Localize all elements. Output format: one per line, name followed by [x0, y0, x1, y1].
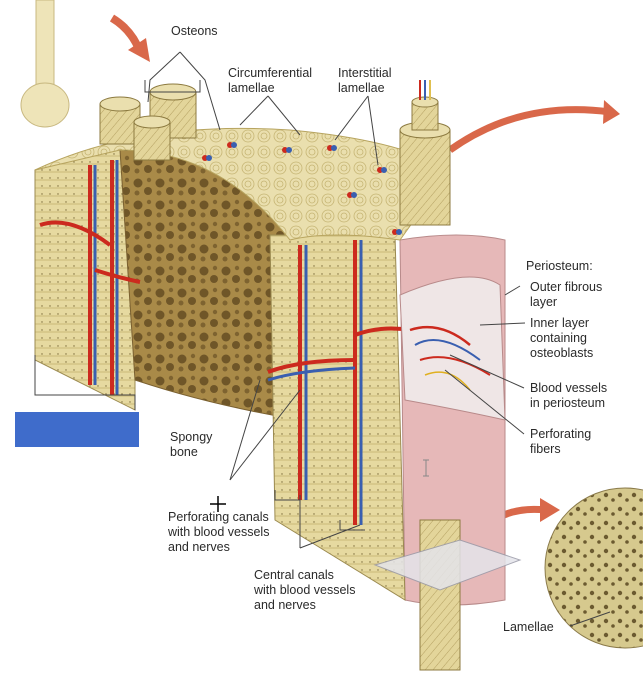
- label-inner-layer: Inner layer containing osteoblasts: [530, 316, 594, 360]
- bone-shaft: [373, 519, 522, 671]
- label-spongy-bone: Spongy bone: [170, 430, 213, 459]
- middle-face-vessels: [267, 240, 431, 525]
- text-cursor-icon: [423, 459, 429, 477]
- zoom-arrow-top-head: [128, 38, 150, 62]
- label-perforating-fibers: Perforating fibers: [530, 427, 592, 456]
- label-osteons: Osteons: [171, 24, 218, 38]
- osteon-cylinders: [99, 80, 451, 226]
- move-cursor-icon: [210, 496, 226, 512]
- zoom-arrow-bottom-head: [540, 498, 560, 522]
- label-periosteum: Periosteum:: [526, 259, 593, 273]
- lamellae-micrograph: [544, 487, 643, 649]
- periosteum-flap: [399, 276, 506, 421]
- label-blood-vessels-periosteum: Blood vessels in periosteum: [530, 381, 608, 410]
- leader-lines: [34, 51, 611, 627]
- label-perforating-canals: Perforating canals with blood vessels an…: [168, 510, 270, 554]
- long-bone-icon: [20, 0, 70, 128]
- zoom-arrow-right-head: [603, 100, 620, 124]
- label-interstitial-lamellae: Interstitial lamellae: [338, 66, 392, 95]
- left-face-vessels: [39, 160, 141, 395]
- label-central-canals: Central canals with blood vessels and ne…: [254, 568, 356, 612]
- zoom-arrow-right: [447, 106, 611, 153]
- label-lamellae: Lamellae: [503, 620, 554, 634]
- redaction-box: [15, 412, 139, 447]
- central-canal-dots: [202, 142, 402, 235]
- label-outer-fibrous-layer: Outer fibrous layer: [530, 280, 603, 309]
- label-circumferential-lamellae: Circumferential lamellae: [228, 66, 313, 95]
